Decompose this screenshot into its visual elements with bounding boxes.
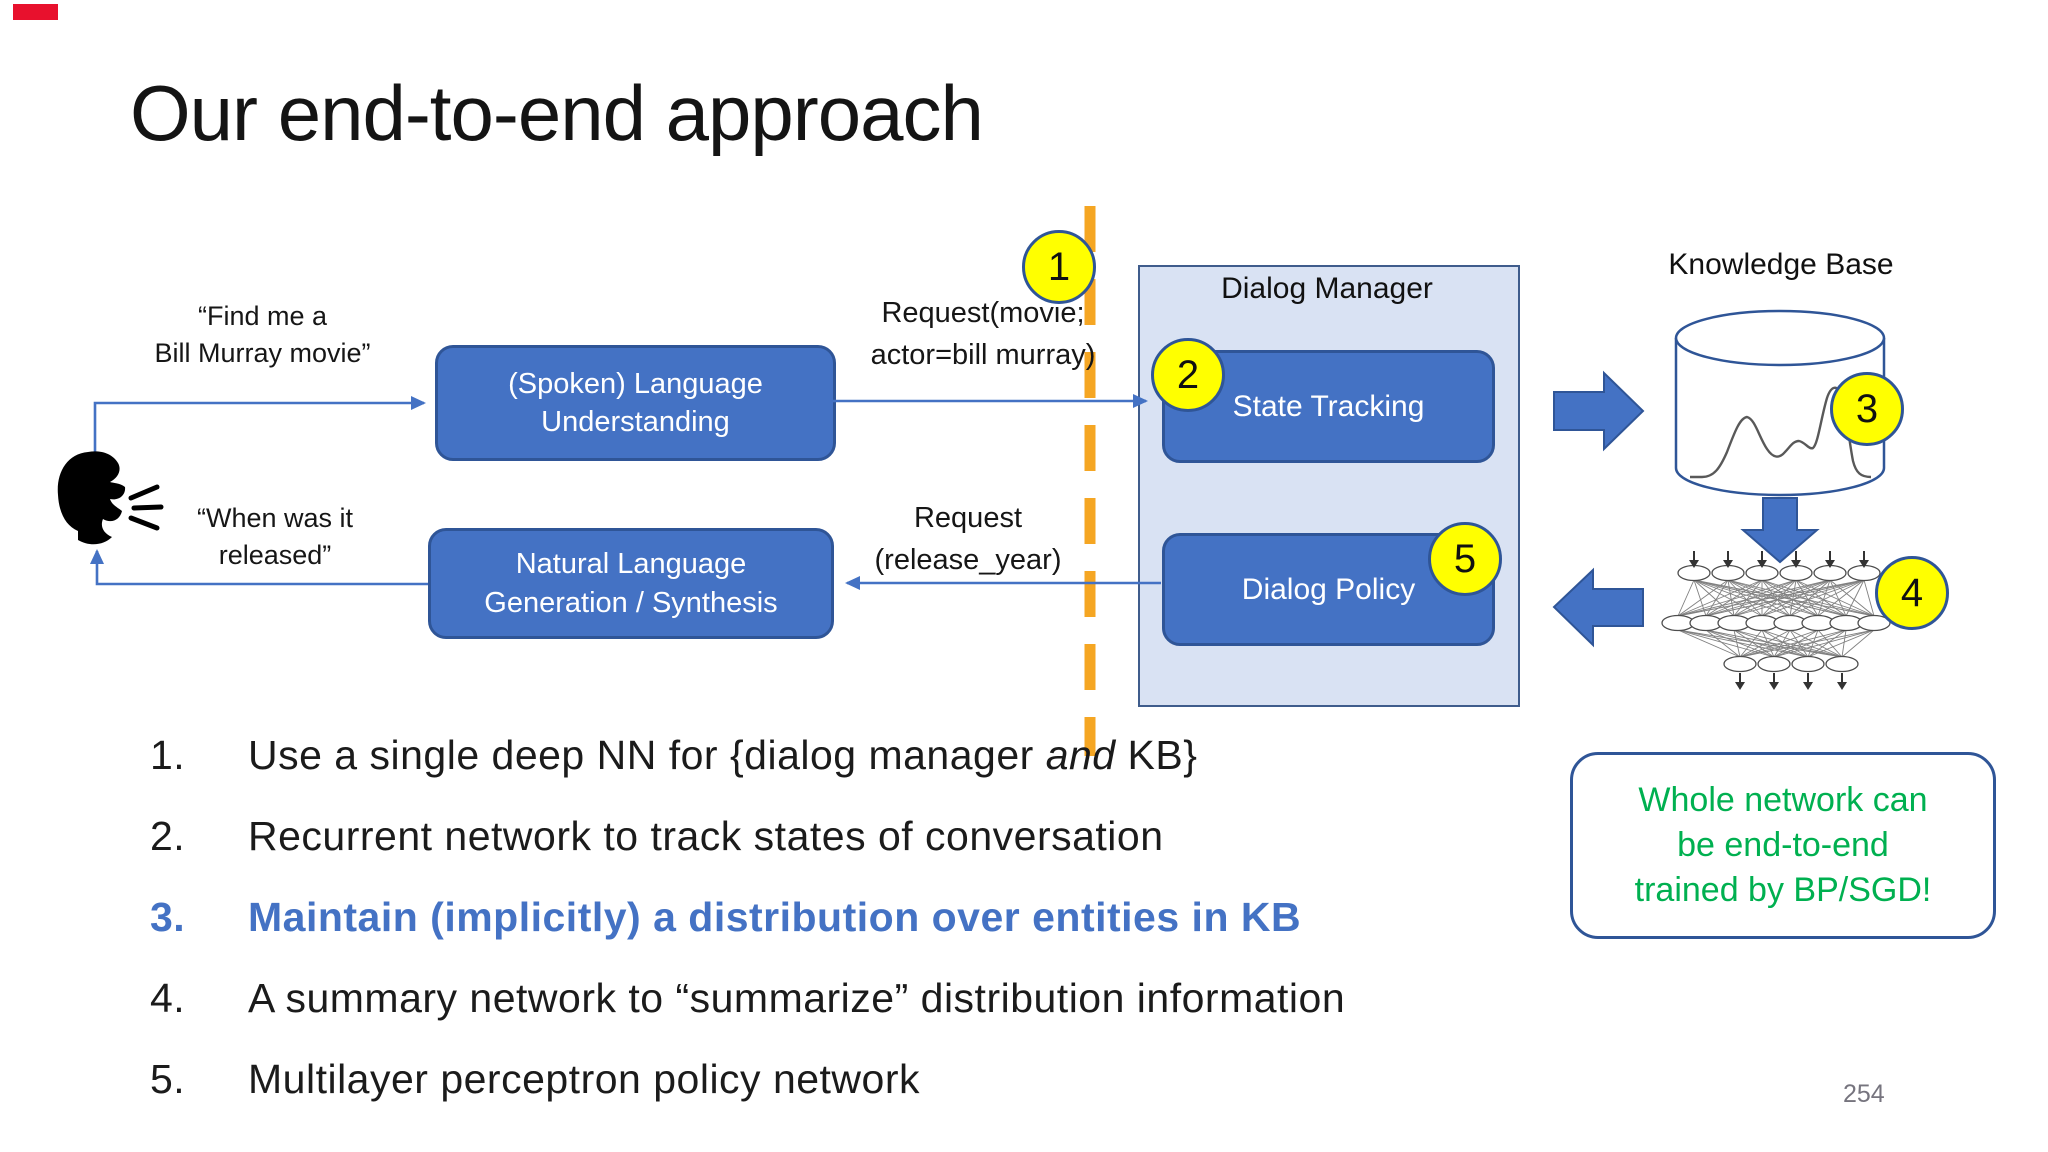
list-item-text: Maintain (implicitly) a distribution ove… [248,894,1302,940]
user-utterance-bottom: “When was it released” [196,503,354,571]
callout-2: 2 [1151,338,1225,412]
callout-4: 4 [1875,556,1949,630]
user-utterance-top: “Find me a Bill Murray movie” [154,301,371,369]
callout-3: 3 [1830,372,1904,446]
list-item-1: 1. Use a single deep NN for {dialog mana… [150,732,1197,779]
request-release-year-label: Request (release_year) [874,502,1062,577]
page-number: 254 [1843,1080,1885,1108]
list-item-3-highlighted: 3. Maintain (implicitly) a distribution … [150,894,1301,941]
request-movie-label: Request(movie; actor=bill murray) [870,297,1096,372]
list-item-text: Use a single deep NN for {dialog manager… [248,732,1198,778]
slu-box: (Spoken) Language Understanding [435,345,836,461]
list-item-number: 4. [150,975,186,1021]
list-item-number: 2. [150,813,186,859]
callout-5: 5 [1428,522,1502,596]
arrow-dm-to-kb [1553,370,1645,452]
list-item-5: 5. Multilayer perceptron policy network [150,1056,920,1103]
nlg-box: Natural Language Generation / Synthesis [428,528,834,639]
dialog-manager-label: Dialog Manager [1221,272,1433,305]
block-arrows [1552,370,1820,648]
callout-1: 1 [1022,230,1096,304]
list-item-2: 2. Recurrent network to track states of … [150,813,1164,860]
neural-network-icon [1661,551,1891,690]
list-item-text: Multilayer perceptron policy network [248,1056,920,1102]
list-item-number: 5. [150,1056,186,1102]
arrow-kb-to-nn [1740,497,1820,564]
list-item-text: Recurrent network to track states of con… [248,813,1164,859]
arrow-user-to-slu [93,396,426,452]
arrow-nn-to-dm [1552,567,1644,648]
video-progress-bar [13,4,58,20]
list-item-number: 1. [150,732,186,778]
knowledge-base-label: Knowledge Base [1668,248,1894,281]
list-item-4: 4. A summary network to “summarize” dist… [150,975,1345,1022]
slide-title: Our end-to-end approach [130,69,984,157]
list-item-number: 3. [150,894,186,940]
list-item-text: A summary network to “summarize” distrib… [248,975,1346,1021]
training-note-box: Whole network can be end-to-end trained … [1570,752,1996,939]
